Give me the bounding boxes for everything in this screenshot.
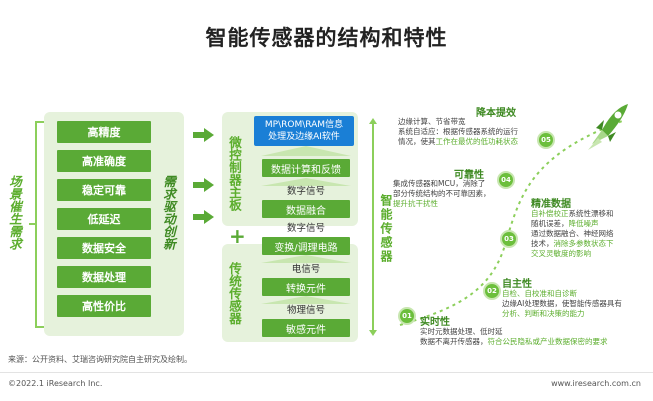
char-segment: 自检、自校准和自诊断 (502, 289, 577, 298)
up-arrow-icon (261, 146, 351, 156)
char-segment: 降低噪声 (568, 219, 599, 228)
char-badge-01: 01 (398, 307, 416, 325)
char-segment: 数据不离开传感器， (420, 337, 488, 346)
copyright: ©2022.1 iResearch Inc. (8, 379, 103, 388)
char-title-autonomy: 自主性 (502, 279, 532, 290)
char-segment: 消除多参数状态下 (553, 239, 614, 248)
char-title-reliability: 可靠性 (454, 170, 484, 181)
mcu-label: 微控制器主板 (227, 136, 242, 211)
website: www.iresearch.com.cn (551, 379, 641, 388)
feature-box: 高准确度 (57, 150, 151, 172)
source-note: 来源：公开资料、艾瑞咨询研究院自主研究及绘制。 (8, 355, 192, 364)
mcu-software-line1: MP\ROM\RAM信息 (264, 120, 344, 130)
bracket-bottom-arrow-icon (369, 330, 377, 336)
bracket-top-arrow-icon (369, 118, 377, 124)
char-segment: 符合公民隐私或产业数据保密的要求 (487, 337, 608, 346)
feature-box: 数据安全 (57, 237, 151, 259)
char-segment: 系统性漂移和 (568, 209, 614, 218)
feature-box: 稳定可靠 (57, 179, 151, 201)
arrow-right-icon (193, 178, 215, 192)
char-segment: 自补偿校正 (531, 209, 569, 218)
char-title-precision: 精准数据 (531, 199, 571, 210)
mcu-software-line2: 处理及边缘AI软件 (268, 132, 340, 142)
char-line: 情况，使其工作在最优的低功耗状态 (398, 137, 518, 147)
char-line: 数据不离开传感器，符合公民隐私或产业数据保密的要求 (420, 337, 608, 347)
digital-signal-label: 数字信号 (286, 186, 325, 197)
data-fusion-box: 数据融合 (262, 200, 350, 218)
char-text-precision: 自补偿校正系统性漂移和随机误差，降低噪声通过数据融合、神经网络技术，消除多参数状… (531, 209, 614, 259)
feature-box: 低延迟 (57, 208, 151, 230)
mcu-software-box: MP\ROM\RAM信息 处理及边缘AI软件 (254, 116, 354, 146)
electric-signal-label: 电信号 (291, 264, 321, 275)
char-badge-03: 03 (500, 230, 518, 248)
char-line: 边缘计算、节省带宽 (398, 117, 518, 127)
conditioning-circuit-box: 变换/调理电路 (262, 237, 350, 255)
char-line: 分析、判断和决策的能力 (502, 309, 622, 319)
footer-divider (0, 372, 653, 373)
conversion-element-box: 转换元件 (262, 278, 350, 296)
char-badge-04: 04 (497, 171, 515, 189)
arrow-right-icon (193, 128, 215, 142)
plus-icon: + (229, 224, 246, 248)
char-segment: 部分传统结构的不可靠因素， (393, 189, 491, 198)
smart-sensor-label: 智能传感器 (379, 194, 393, 264)
char-segment: 随机误差， (531, 219, 569, 228)
char-segment: 边缘AI处理数据，使智能传感器具有 (502, 299, 622, 308)
char-title-cost: 降本提效 (476, 108, 516, 119)
feature-box: 高精度 (57, 121, 151, 143)
up-arrow-icon (261, 255, 351, 263)
up-arrow-icon (261, 296, 351, 304)
char-line: 自检、自校准和自诊断 (502, 289, 622, 299)
char-segment: 交叉灵敏度的影响 (531, 249, 591, 258)
page-title: 智能传感器的结构和特性 (205, 26, 448, 50)
char-title-realtime: 实时性 (420, 317, 450, 328)
char-line: 技术，消除多参数状态下 (531, 239, 614, 249)
char-line: 集成传感器和MCU，消除了 (393, 179, 491, 189)
feature-box: 高性价比 (57, 295, 151, 317)
scene-demand-label: 场景催生需求 (7, 175, 22, 250)
char-line: 实时元数据处理、低时延 (420, 327, 608, 337)
char-line: 自补偿校正系统性漂移和 (531, 209, 614, 219)
physical-signal-label: 物理信号 (286, 305, 325, 316)
feature-box: 数据处理 (57, 266, 151, 288)
char-segment: 工作在最优的低功耗状态 (435, 137, 519, 146)
up-arrow-icon (261, 178, 351, 186)
char-segment: 情况，使其 (398, 137, 436, 146)
left-bracket-stub (29, 223, 37, 225)
rocket-icon (588, 104, 628, 150)
char-segment: 系统自适应：根据传感器系统的运行 (398, 127, 518, 136)
char-segment: 通过数据融合、神经网络 (531, 229, 614, 238)
demand-innovation-label: 需求驱动创新 (161, 175, 176, 250)
traditional-sensor-label: 传统传感器 (227, 262, 242, 325)
char-segment: 提升抗干扰性 (393, 199, 438, 208)
digital-signal-label-2: 数字信号 (286, 223, 325, 234)
sensitive-element-box: 敏感元件 (262, 319, 350, 337)
char-segment: 实时元数据处理、低时延 (420, 327, 503, 336)
char-text-realtime: 实时元数据处理、低时延数据不离开传感器，符合公民隐私或产业数据保密的要求 (420, 327, 608, 347)
char-segment: 技术， (531, 239, 554, 248)
char-text-autonomy: 自检、自校准和自诊断边缘AI处理数据，使智能传感器具有分析、判断和决策的能力 (502, 289, 622, 319)
arrow-right-icon (193, 210, 215, 224)
char-text-reliability: 集成传感器和MCU，消除了部分传统结构的不可靠因素，提升抗干扰性 (393, 179, 491, 209)
char-segment: 边缘计算、节省带宽 (398, 117, 466, 126)
char-line: 交叉灵敏度的影响 (531, 249, 614, 259)
smart-sensor-bracket (372, 122, 374, 332)
char-segment: 分析、判断和决策的能力 (502, 309, 585, 318)
compute-feedback-box: 数据计算和反馈 (262, 159, 350, 177)
char-badge-02: 02 (483, 282, 501, 300)
char-line: 部分传统结构的不可靠因素， (393, 189, 491, 199)
char-line: 提升抗干扰性 (393, 199, 491, 209)
char-line: 通过数据融合、神经网络 (531, 229, 614, 239)
char-line: 系统自适应：根据传感器系统的运行 (398, 127, 518, 137)
char-line: 边缘AI处理数据，使智能传感器具有 (502, 299, 622, 309)
char-badge-05: 05 (537, 131, 555, 149)
char-segment: 集成传感器和MCU，消除了 (393, 179, 486, 188)
char-line: 随机误差，降低噪声 (531, 219, 614, 229)
char-text-cost: 边缘计算、节省带宽系统自适应：根据传感器系统的运行情况，使其工作在最优的低功耗状… (398, 117, 518, 147)
